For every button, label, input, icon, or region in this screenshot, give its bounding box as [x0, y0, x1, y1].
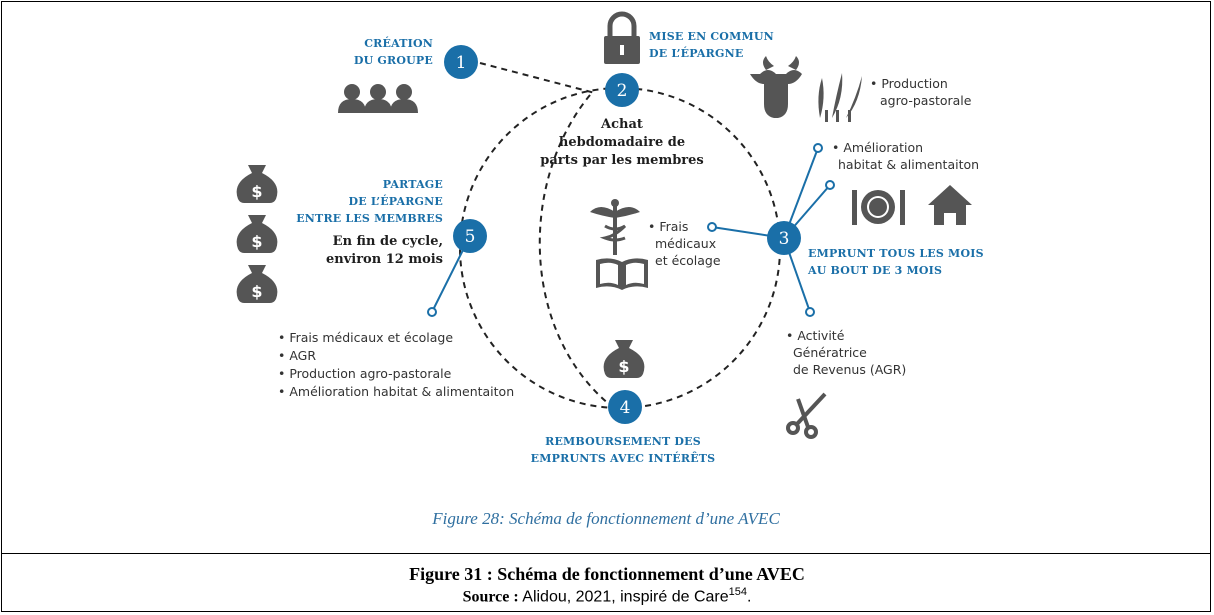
- step-2-desc-line1: Achat: [600, 117, 643, 132]
- step-2-desc-line2: hebdomadaire de: [559, 135, 685, 150]
- use-frais-line1: • Frais: [648, 219, 688, 234]
- step-5-desc-line1: En fin de cycle,: [333, 234, 443, 249]
- source-footnote: 154: [728, 586, 747, 598]
- partage-list-item: • Frais médicaux et écolage: [278, 330, 453, 345]
- book-icon: [596, 258, 648, 290]
- caduceus-icon: [590, 199, 640, 255]
- source-end: .: [746, 588, 752, 606]
- money-bag-icon: $: [236, 215, 278, 253]
- svg-text:$: $: [251, 282, 262, 301]
- scissors-icon: [786, 392, 827, 439]
- plate-icon: [852, 190, 905, 225]
- figure-source: Source : Alidou, 2021, inspiré de Care15…: [0, 586, 1214, 606]
- use-agr-line1: • Activité: [786, 328, 845, 343]
- step-1-node: 1: [444, 45, 478, 79]
- svg-text:$: $: [618, 357, 629, 376]
- money-bag-icon: $: [236, 265, 278, 303]
- svg-text:4: 4: [620, 398, 631, 418]
- step-2-node: 2: [605, 73, 639, 107]
- money-bag-icon: $: [603, 340, 645, 378]
- step-4-title-line1: REMBOURSEMENT DES: [545, 435, 701, 448]
- cow-icon: [750, 56, 802, 118]
- step-5-title-line2: DE L’ÉPARGNE: [349, 194, 443, 208]
- svg-text:3: 3: [779, 229, 790, 249]
- step-5-title-line1: PARTAGE: [383, 178, 443, 191]
- use-agr-line3: de Revenus (AGR): [793, 362, 906, 377]
- step-4-node: 4: [608, 390, 642, 424]
- inner-figure-caption: Figure 28: Schéma de fonctionnement d’un…: [431, 509, 780, 528]
- step-1-title-line2: DU GROUPE: [354, 54, 433, 67]
- house-icon: [928, 185, 972, 225]
- connector-1-2: [479, 62, 596, 94]
- step-2-desc-line3: parts par les membres: [540, 153, 703, 168]
- padlock-icon: [604, 11, 640, 64]
- step-5-node: 5: [453, 219, 487, 253]
- step-1-title-line1: CRÉATION: [364, 36, 433, 50]
- use-production-line1: • Production: [870, 76, 948, 91]
- money-bag-icon: $: [236, 165, 278, 203]
- step-2-title-line2: DE L’ÉPARGNE: [649, 46, 743, 60]
- source-label: Source :: [462, 588, 519, 606]
- divider: [1, 553, 1211, 554]
- figure-title: Figure 31 : Schéma de fonctionnement d’u…: [409, 564, 805, 584]
- avec-cycle-diagram: 1 2 3 4 5 CRÉATION DU GROUPE MISE EN COM…: [236, 11, 984, 528]
- svg-text:1: 1: [456, 53, 467, 73]
- step-2-title-line1: MISE EN COMMUN: [649, 30, 774, 43]
- source-text: Alidou, 2021, inspiré de Care: [518, 588, 729, 606]
- partage-list-item: • Production agro-pastorale: [278, 366, 452, 381]
- people-icon: [338, 84, 418, 113]
- step-5-desc-line2: environ 12 mois: [326, 252, 443, 267]
- step-3-node: 3: [767, 221, 801, 255]
- use-habitat-line2: habitat & alimentaiton: [838, 157, 979, 172]
- inner-dashed-arc: [538, 94, 611, 406]
- partage-list-item: • Amélioration habitat & alimentaiton: [278, 384, 514, 399]
- step-3-title-line2: AU BOUT DE 3 MOIS: [807, 264, 942, 277]
- use-production-line2: agro-pastorale: [880, 93, 972, 108]
- step-4-title-line2: EMPRUNTS AVEC INTÉRÊTS: [531, 451, 716, 465]
- svg-text:$: $: [251, 182, 262, 201]
- use-agr-line2: Génératrice: [793, 345, 867, 360]
- wheat-icon: [818, 73, 862, 122]
- partage-list-item: • AGR: [278, 348, 316, 363]
- svg-text:5: 5: [465, 227, 476, 247]
- use-habitat-line1: • Amélioration: [832, 140, 923, 155]
- svg-text:$: $: [251, 232, 262, 251]
- step-5-title-line3: ENTRE LES MEMBRES: [296, 212, 443, 225]
- svg-text:2: 2: [617, 81, 628, 101]
- use-frais-line3: et écolage: [655, 253, 721, 268]
- step-3-title-line1: EMPRUNT TOUS LES MOIS: [808, 247, 984, 260]
- use-frais-line2: médicaux: [655, 236, 716, 251]
